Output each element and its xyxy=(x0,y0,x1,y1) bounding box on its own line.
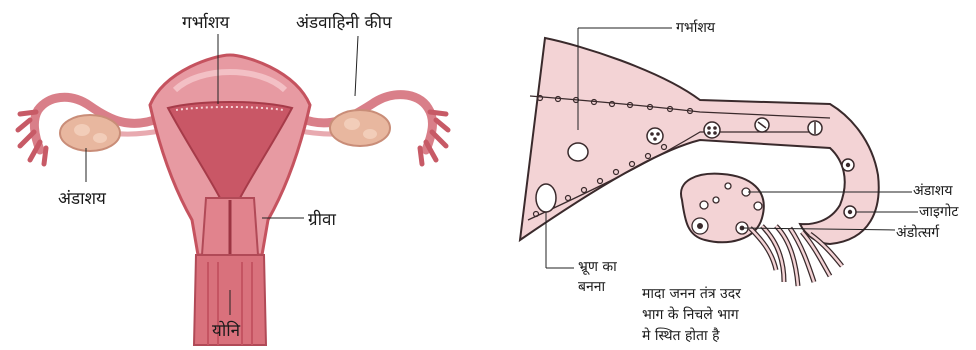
embryo-blastocyst xyxy=(568,143,588,161)
cleavage-cell xyxy=(704,122,720,138)
schematic-label-embryo-line1: भ्रूण का xyxy=(578,258,617,276)
schematic-label-ovary: अंडाशय xyxy=(913,182,952,200)
anatomical-illustration-panel: गर्भाशय अंडवाहिनी कीप अंडाशय ग्रीवा योनि xyxy=(0,0,480,350)
caption-line-3: मे स्थित होता है xyxy=(642,326,741,347)
label-cervix: ग्रीवा xyxy=(308,207,336,230)
left-ovary xyxy=(60,115,120,151)
morula-cell xyxy=(647,128,663,144)
caption-line-2: भाग के निचले भाग xyxy=(642,305,741,326)
label-oviduct-funnel: अंडवाहिनी कीप xyxy=(296,10,392,33)
label-uterus: गर्भाशय xyxy=(182,10,229,33)
implanted-embryo xyxy=(536,184,556,212)
caption-line-1: मादा जनन तंत्र उदर xyxy=(642,284,741,305)
right-ovary xyxy=(330,110,390,146)
reproductive-system-illustration xyxy=(0,0,480,350)
label-ovary: अंडाशय xyxy=(58,186,106,209)
schematic-label-zygote: जाइगोट xyxy=(919,203,958,221)
caption-note: मादा जनन तंत्र उदर भाग के निचले भाग मे स… xyxy=(642,284,741,347)
label-vagina: योनि xyxy=(212,318,240,341)
schematic-label-uterus: गर्भाशय xyxy=(676,19,715,37)
schematic-label-ovulation: अंडोत्सर्ग xyxy=(896,224,939,242)
schematic-label-embryo-line2: बनना xyxy=(578,278,605,296)
schematic-diagram-panel: गर्भाशय अंडाशय जाइगोट अंडोत्सर्ग भ्रूण क… xyxy=(500,0,976,350)
